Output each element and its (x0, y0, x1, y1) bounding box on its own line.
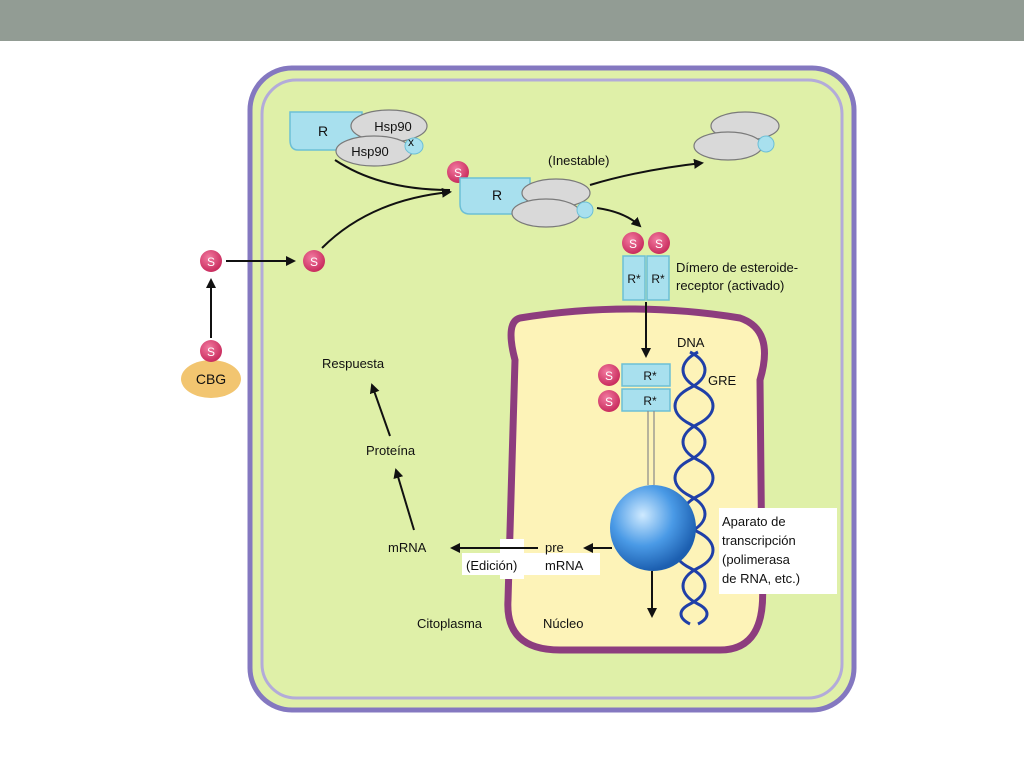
dimer-on-gre: S S R* R* (598, 363, 671, 485)
s-gre-a-label: S (605, 369, 613, 383)
pre-label: pre (545, 540, 564, 555)
steroid-dimer-a (622, 232, 644, 254)
dna-strand-b (681, 350, 715, 626)
arrow-to-dimer (596, 207, 642, 228)
steroid-inside-cell (303, 250, 325, 272)
steroid-on-cbg (200, 340, 222, 362)
s-cbg-label: S (207, 345, 215, 359)
r-label-mid: R (492, 187, 502, 203)
receptor-gre-b (621, 388, 671, 412)
r-star-dimer-b: R* (651, 272, 665, 286)
aparato-label-3: (polimerasa (722, 552, 791, 567)
dimer-label-line1: Dímero de esteroide- (676, 260, 798, 275)
dna-label: DNA (677, 335, 705, 350)
dna-strand-a (673, 350, 707, 626)
arrow-complex-to-unstable (334, 159, 451, 191)
s-free-label: S (207, 255, 215, 269)
receptor-hsp90-complex: R Hsp90 Hsp90 x (289, 109, 428, 167)
edicion-label-box (462, 553, 600, 575)
x-mid (576, 201, 594, 219)
arrow-steroid-to-receptor (321, 187, 452, 249)
respuesta-label: Respuesta (322, 356, 385, 371)
hsp90-label-a: Hsp90 (374, 119, 412, 134)
transcription-apparatus (610, 485, 696, 571)
s-dimer-b-label: S (655, 237, 663, 251)
steroid-gre-a (598, 364, 620, 386)
proteina-label: Proteína (366, 443, 416, 458)
nucleus (504, 305, 768, 654)
aparato-label-box (719, 508, 837, 594)
hsp90-label-b: Hsp90 (351, 144, 389, 159)
dimer-label-line2: receptor (activado) (676, 278, 784, 293)
x-label: x (408, 135, 414, 149)
steroid-dimer-b (648, 232, 670, 254)
r-star-dimer-a: R* (627, 272, 641, 286)
arrows (206, 158, 704, 618)
s-dimer-a-label: S (629, 237, 637, 251)
receptor-gre-a (621, 363, 671, 387)
receptor-dimer-a (622, 255, 646, 301)
nucleo-label: Núcleo (543, 616, 583, 631)
aparato-label-2: transcripción (722, 533, 796, 548)
released-hsp90 (693, 111, 780, 161)
s-gre-b-label: S (605, 395, 613, 409)
cell-inner-membrane (260, 78, 844, 700)
s-unstable-label: S (454, 166, 462, 180)
x-factor (404, 137, 424, 155)
unstable-complex: S R (Inestable) (447, 153, 609, 228)
citoplasma-label: Citoplasma (417, 616, 483, 631)
x-free (757, 135, 775, 153)
r-label-top: R (318, 123, 328, 139)
aparato-label-4: de RNA, etc.) (722, 571, 800, 586)
mrna-label: mRNA (388, 540, 427, 555)
edicion-label: (Edición) (466, 558, 517, 573)
cbg-protein (181, 360, 241, 398)
cbg-complex: CBG S (181, 340, 241, 398)
cbg-label: CBG (196, 371, 226, 387)
slide-header-bar (0, 0, 1024, 41)
s-inside-label: S (310, 255, 318, 269)
r-star-gre-b: R* (643, 394, 657, 408)
arrow-hsp90-release (589, 158, 704, 186)
dna-helix (673, 350, 715, 626)
inestable-label: (Inestable) (548, 153, 609, 168)
gre-label: GRE (708, 373, 737, 388)
steroid-free-outside (200, 250, 222, 272)
arrow-to-proteina (393, 468, 415, 531)
r-star-gre-a: R* (643, 369, 657, 383)
steroid-gre-b (598, 390, 620, 412)
activated-dimer: S S R* R* Dímero de esteroide- receptor … (622, 232, 798, 301)
hsp90-mid-b (511, 198, 581, 228)
pre-mrna-label: mRNA (545, 558, 584, 573)
aparato-label-1: Aparato de (722, 514, 786, 529)
receptor-dimer-b (646, 255, 670, 301)
hsp90-free-b (693, 131, 763, 161)
arrow-to-respuesta (369, 383, 391, 437)
